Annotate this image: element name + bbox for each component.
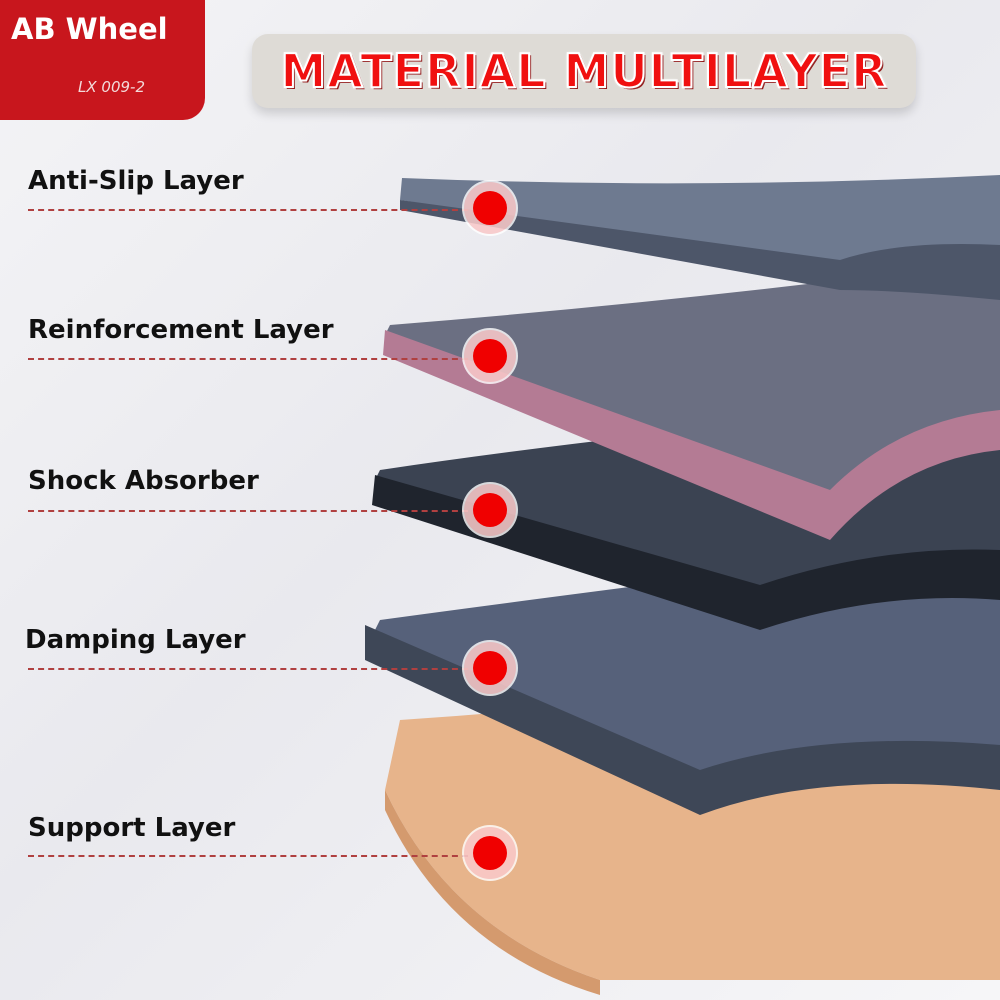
leader-line bbox=[28, 209, 468, 211]
leader-line bbox=[28, 668, 468, 670]
title-banner: MATERIAL MULTILAYER bbox=[252, 34, 916, 108]
reinforcement-layer-shape bbox=[383, 260, 1000, 540]
marker-dot bbox=[473, 339, 507, 373]
product-name: AB Wheel bbox=[11, 12, 168, 46]
marker-dot bbox=[473, 493, 507, 527]
marker-dot bbox=[473, 191, 507, 225]
leader-line bbox=[28, 358, 468, 360]
label-reinforcement-layer: Reinforcement Layer bbox=[28, 315, 334, 345]
label-anti-slip-layer: Anti-Slip Layer bbox=[28, 166, 244, 196]
anti-slip-layer-shape bbox=[400, 175, 1000, 300]
product-model: LX 009-2 bbox=[78, 78, 145, 96]
product-badge: AB Wheel LX 009-2 bbox=[0, 0, 205, 120]
label-support-layer: Support Layer bbox=[28, 813, 236, 843]
marker-dot bbox=[473, 836, 507, 870]
marker-dot bbox=[473, 651, 507, 685]
leader-line bbox=[28, 510, 468, 512]
leader-line bbox=[28, 855, 468, 857]
page-title: MATERIAL MULTILAYER bbox=[279, 43, 888, 99]
label-damping-layer: Damping Layer bbox=[25, 625, 246, 655]
label-shock-absorber: Shock Absorber bbox=[28, 466, 259, 496]
